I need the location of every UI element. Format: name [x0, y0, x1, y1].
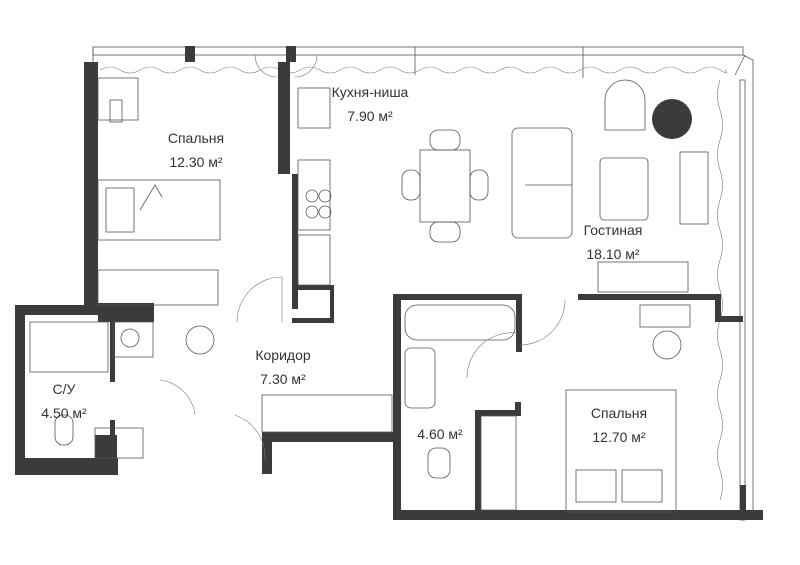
wardrobe-2 — [480, 415, 517, 511]
tv-stand — [679, 151, 709, 225]
toilet-2 — [427, 447, 451, 479]
room-name: Гостиная — [583, 222, 643, 238]
sink-2 — [404, 347, 436, 409]
furniture — [29, 77, 709, 513]
wardrobe — [97, 269, 219, 306]
dining-table — [419, 149, 471, 223]
kitchen-counter — [297, 159, 331, 231]
doors — [159, 54, 566, 461]
desk — [97, 77, 139, 121]
room-area: 12.30 м² — [169, 154, 223, 170]
room-name: Коридор — [255, 347, 311, 363]
room-label-bathroom-2: 4.60 м² — [417, 422, 462, 446]
walls — [15, 46, 763, 520]
room-name: Спальня — [590, 405, 648, 421]
room-name: Кухня-ниша — [331, 84, 409, 100]
room-area: 7.90 м² — [347, 108, 393, 124]
sink — [94, 427, 144, 459]
room-area: 4.50 м² — [41, 405, 87, 421]
room-area: 7.30 м² — [260, 371, 306, 387]
bed — [97, 179, 221, 241]
washer — [112, 321, 154, 358]
armchair — [604, 79, 646, 131]
room-label-bedroom-1: Спальня 12.30 м² — [168, 126, 224, 174]
desk-2 — [639, 304, 691, 328]
hallway-wardrobe — [261, 394, 393, 433]
windows — [92, 46, 754, 521]
coffee-table — [599, 157, 649, 221]
room-area: 18.10 м² — [586, 246, 640, 262]
room-label-living-room: Гостиная 18.10 м² — [584, 218, 643, 266]
room-area: 12.70 м² — [592, 429, 646, 445]
toilet — [54, 414, 74, 446]
bed-2 — [565, 389, 677, 513]
room-label-kitchen: Кухня-ниша 7.90 м² — [332, 80, 409, 128]
room-label-bathroom-1: С/У 4.50 м² — [41, 377, 86, 425]
room-area: 4.60 м² — [417, 426, 463, 442]
room-label-corridor: Коридор 7.30 м² — [255, 343, 310, 391]
room-label-bedroom-2: Спальня 12.70 м² — [591, 401, 647, 449]
room-name: Спальня — [167, 130, 225, 146]
room-name: С/У — [52, 381, 76, 397]
bathtub — [404, 304, 516, 341]
radiator — [597, 261, 689, 293]
curtains — [99, 66, 727, 501]
round-table — [652, 99, 692, 139]
shower — [29, 321, 109, 373]
hob — [297, 87, 331, 129]
sofa — [511, 127, 573, 239]
